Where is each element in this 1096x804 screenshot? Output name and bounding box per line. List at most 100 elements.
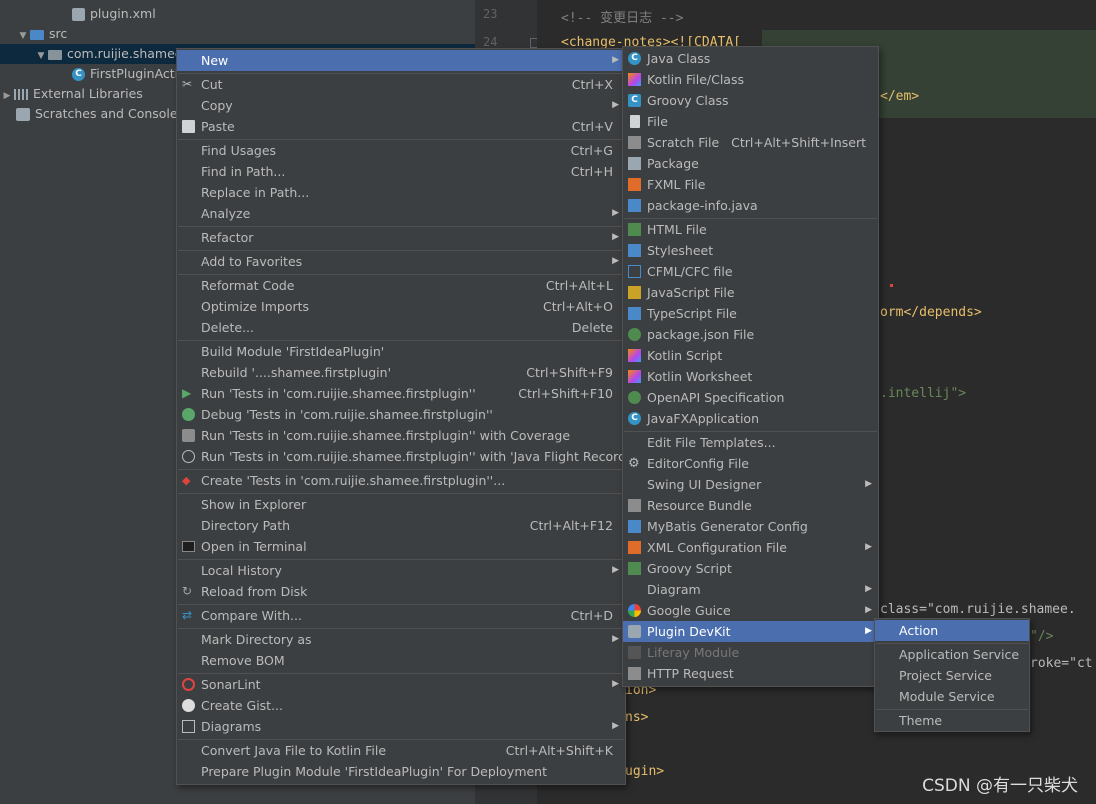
folder-icon bbox=[30, 29, 44, 40]
javafx-icon: C bbox=[628, 412, 641, 425]
menu-item-new[interactable]: New▶ bbox=[177, 50, 625, 71]
groovy-class-icon: C bbox=[628, 94, 641, 107]
tree-item-external-libraries[interactable]: ▶ External Libraries bbox=[0, 84, 143, 104]
menu-item-run-coverage[interactable]: Run 'Tests in 'com.ruijie.shamee.firstpl… bbox=[177, 425, 625, 446]
submenu-arrow-icon: ▶ bbox=[865, 479, 872, 489]
menu-item-local-history[interactable]: Local History▶ bbox=[177, 560, 625, 581]
menu-item-google-guice[interactable]: Google Guice▶ bbox=[623, 600, 878, 621]
tree-item-scratches[interactable]: Scratches and Consoles bbox=[16, 104, 184, 124]
menu-item-theme[interactable]: Theme bbox=[899, 713, 943, 728]
menu-item-javascript-file[interactable]: JavaScript File bbox=[623, 282, 878, 303]
menu-item-add-to-favorites[interactable]: Add to Favorites▶ bbox=[177, 251, 625, 272]
menu-item-create-gist[interactable]: Create Gist... bbox=[177, 695, 625, 716]
menu-item-remove-bom[interactable]: Remove BOM bbox=[201, 653, 285, 668]
diagram-icon bbox=[182, 720, 195, 733]
mybatis-icon bbox=[628, 520, 641, 533]
code-line: orm</depends> bbox=[880, 305, 982, 320]
menu-item-xml-configuration[interactable]: XML Configuration File▶ bbox=[623, 537, 878, 558]
submenu-arrow-icon: ▶ bbox=[612, 256, 619, 266]
cfml-icon bbox=[628, 265, 641, 278]
chevron-down-icon[interactable]: ▼ bbox=[37, 51, 45, 61]
menu-item-action[interactable]: Action bbox=[875, 620, 1029, 641]
menu-item-prepare-plugin[interactable]: Prepare Plugin Module 'FirstIdeaPlugin' … bbox=[201, 764, 548, 779]
menu-item-resource-bundle[interactable]: Resource Bundle bbox=[623, 495, 878, 516]
menu-item-groovy-script[interactable]: Groovy Script bbox=[623, 558, 878, 579]
menu-item-create-tests[interactable]: ◆Create 'Tests in 'com.ruijie.shamee.fir… bbox=[177, 470, 625, 491]
menu-item-kotlin-file[interactable]: Kotlin File/Class bbox=[623, 69, 878, 90]
menu-item-cfml-file[interactable]: CFML/CFC file bbox=[623, 261, 878, 282]
menu-item-application-service[interactable]: Application Service bbox=[899, 647, 1020, 662]
tree-item-src[interactable]: ▼src bbox=[16, 24, 68, 44]
menu-item-typescript-file[interactable]: TypeScript File bbox=[623, 303, 878, 324]
menu-item-fxml-file[interactable]: FXML File bbox=[623, 174, 878, 195]
menu-item-debug-tests[interactable]: Debug 'Tests in 'com.ruijie.shamee.first… bbox=[177, 404, 625, 425]
menu-item-module-service[interactable]: Module Service bbox=[899, 689, 995, 704]
chevron-down-icon[interactable]: ▼ bbox=[19, 31, 27, 41]
menu-item-compare-with[interactable]: ⇄Compare With...Ctrl+D bbox=[177, 605, 625, 626]
menu-item-run-jfr[interactable]: Run 'Tests in 'com.ruijie.shamee.firstpl… bbox=[177, 446, 642, 467]
tree-item-label: External Libraries bbox=[33, 86, 143, 101]
menu-item-kotlin-script[interactable]: Kotlin Script bbox=[623, 345, 878, 366]
tree-item-label: Scratches and Consoles bbox=[35, 106, 185, 121]
menu-item-file[interactable]: File bbox=[623, 111, 878, 132]
menu-item-open-in-terminal[interactable]: Open in Terminal bbox=[177, 536, 625, 557]
html-icon bbox=[628, 223, 641, 236]
menu-item-delete[interactable]: Delete...Delete bbox=[201, 320, 613, 335]
menu-item-liferay-module[interactable]: Liferay Module bbox=[623, 642, 878, 663]
clipboard-icon bbox=[182, 120, 195, 133]
menu-item-copy[interactable]: Copy▶ bbox=[177, 95, 625, 116]
menu-item-openapi[interactable]: OpenAPI Specification bbox=[623, 387, 878, 408]
menu-item-sonarlint[interactable]: SonarLint▶ bbox=[177, 674, 625, 695]
submenu-arrow-icon: ▶ bbox=[612, 721, 619, 731]
menu-item-diagrams[interactable]: Diagrams▶ bbox=[177, 716, 625, 737]
menu-item-kotlin-worksheet[interactable]: Kotlin Worksheet bbox=[623, 366, 878, 387]
menu-item-rebuild[interactable]: Rebuild '....shamee.firstplugin'Ctrl+Shi… bbox=[201, 365, 613, 380]
xml-file-icon bbox=[72, 8, 85, 21]
liferay-icon bbox=[628, 646, 641, 659]
tree-item-plugin-xml[interactable]: plugin.xml bbox=[72, 4, 156, 24]
menu-item-diagram[interactable]: Diagram▶ bbox=[623, 579, 878, 600]
resource-bundle-icon bbox=[628, 499, 641, 512]
menu-item-replace-in-path[interactable]: Replace in Path... bbox=[201, 185, 310, 200]
menu-item-swing-ui-designer[interactable]: Swing UI Designer▶ bbox=[623, 474, 878, 495]
kotlin-script-icon bbox=[628, 349, 641, 362]
menu-item-editorconfig[interactable]: ⚙EditorConfig File bbox=[623, 453, 878, 474]
chevron-right-icon[interactable]: ▶ bbox=[3, 91, 11, 101]
menu-item-reload-from-disk[interactable]: ↻Reload from Disk bbox=[177, 581, 625, 602]
menu-item-package[interactable]: Package bbox=[623, 153, 878, 174]
menu-item-html-file[interactable]: HTML File bbox=[623, 219, 878, 240]
menu-item-mybatis-generator[interactable]: MyBatis Generator Config bbox=[623, 516, 878, 537]
submenu-arrow-icon: ▶ bbox=[612, 232, 619, 242]
submenu-arrow-icon: ▶ bbox=[612, 208, 619, 218]
menu-item-package-info[interactable]: package-info.java bbox=[623, 195, 878, 216]
menu-item-find-in-path[interactable]: Find in Path...Ctrl+H bbox=[201, 164, 613, 179]
menu-item-edit-file-templates[interactable]: Edit File Templates... bbox=[647, 435, 776, 450]
menu-item-show-in-explorer[interactable]: Show in Explorer bbox=[201, 497, 307, 512]
menu-item-build-module[interactable]: Build Module 'FirstIdeaPlugin' bbox=[201, 344, 385, 359]
menu-item-analyze[interactable]: Analyze▶ bbox=[177, 203, 625, 224]
api-icon bbox=[628, 667, 641, 680]
menu-item-refactor[interactable]: Refactor▶ bbox=[177, 227, 625, 248]
menu-item-package-json[interactable]: package.json File bbox=[623, 324, 878, 345]
typescript-icon bbox=[628, 307, 641, 320]
tree-item-label: FirstPluginActic bbox=[90, 66, 186, 81]
menu-item-run-tests[interactable]: ▶Run 'Tests in 'com.ruijie.shamee.firstp… bbox=[177, 383, 625, 404]
menu-item-stylesheet[interactable]: Stylesheet bbox=[623, 240, 878, 261]
menu-item-http-request[interactable]: HTTP Request bbox=[623, 663, 878, 684]
menu-item-mark-directory-as[interactable]: Mark Directory as▶ bbox=[177, 629, 625, 650]
menu-item-plugin-devkit[interactable]: Plugin DevKit▶ bbox=[623, 621, 878, 642]
menu-item-project-service[interactable]: Project Service bbox=[899, 668, 992, 683]
